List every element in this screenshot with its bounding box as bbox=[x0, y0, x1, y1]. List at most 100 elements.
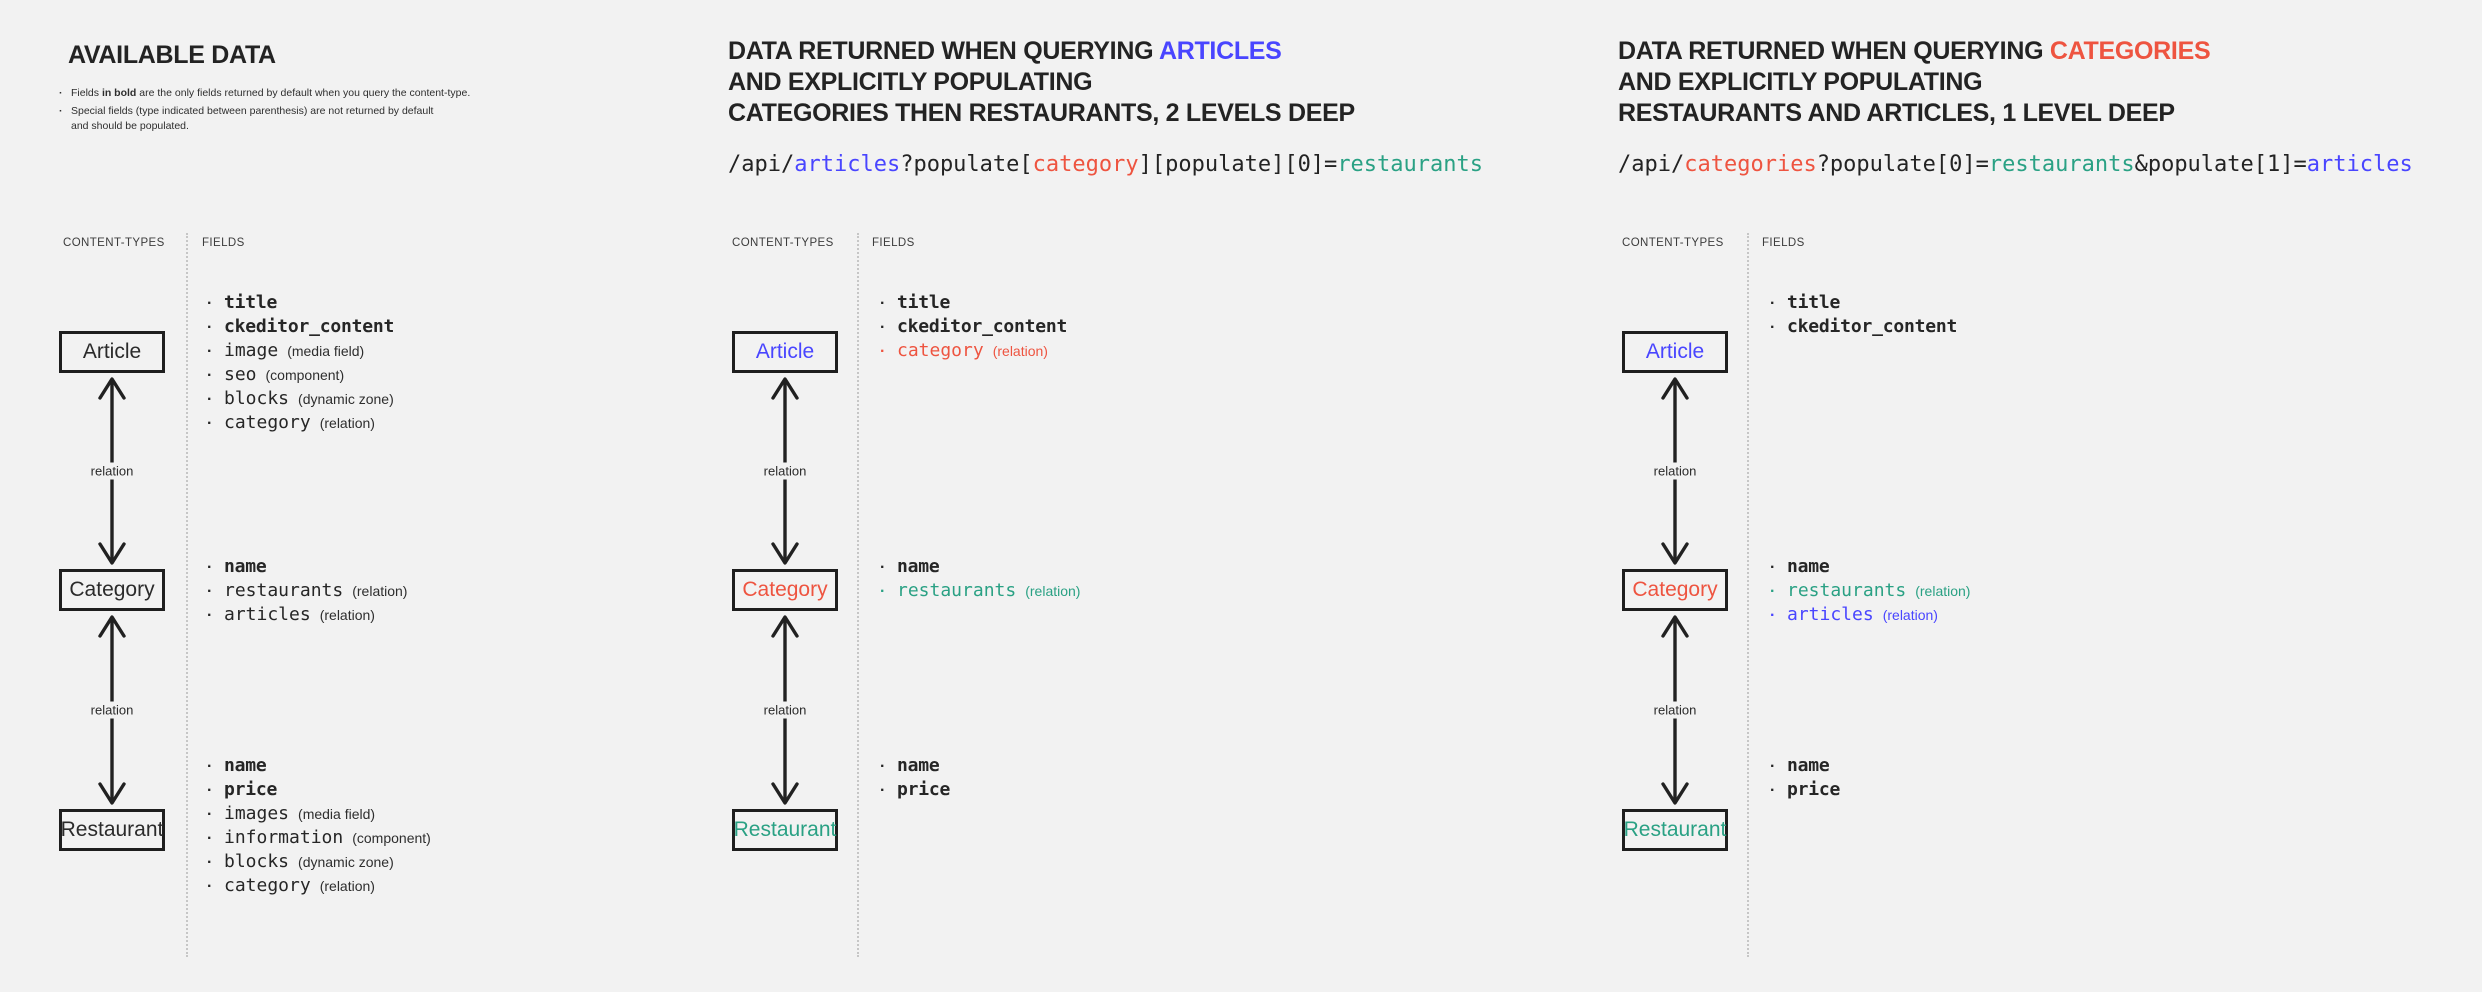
node-label: Article bbox=[755, 340, 815, 363]
note-text: are the only fields returned by default … bbox=[136, 87, 471, 99]
field-type: (relation) bbox=[319, 415, 375, 431]
node-label: Category bbox=[1632, 578, 1718, 601]
url-segment-category: category bbox=[1032, 152, 1139, 177]
field-row: name bbox=[1770, 555, 1970, 579]
field-name: restaurants bbox=[1787, 580, 1907, 601]
field-type: (relation) bbox=[992, 343, 1048, 359]
relation-arrow: relation bbox=[1649, 611, 1701, 809]
field-row: images (media field) bbox=[207, 802, 431, 826]
content-types-header: CONTENT-TYPES bbox=[63, 237, 165, 249]
url-segment-categories: categories bbox=[1684, 152, 1817, 177]
url-segment: ?populate[ bbox=[900, 152, 1033, 177]
title-accent-articles: ARTICLES bbox=[1158, 37, 1282, 65]
field-name: images bbox=[224, 803, 290, 824]
url-segment-restaurants: restaurants bbox=[1988, 152, 2135, 177]
field-name: articles bbox=[224, 604, 311, 625]
article-field-list: title ckeditor_content bbox=[1770, 291, 1957, 339]
node-label: Category bbox=[742, 578, 828, 601]
node-label: Article bbox=[82, 340, 142, 363]
field-type: (media field) bbox=[298, 806, 376, 822]
node-article: Article bbox=[1622, 331, 1728, 373]
category-field-list: name restaurants (relation) articles (rela… bbox=[207, 555, 407, 627]
note-text-bold: in bold bbox=[101, 87, 137, 99]
node-category: Category bbox=[732, 569, 838, 611]
node-label: Category bbox=[69, 578, 155, 601]
field-name: ckeditor_content bbox=[1787, 316, 1958, 337]
content-types-header: CONTENT-TYPES bbox=[1622, 237, 1724, 249]
field-name: seo bbox=[224, 364, 257, 385]
field-name: price bbox=[224, 779, 278, 800]
url-segment-articles: articles bbox=[794, 152, 901, 177]
field-row: seo (component) bbox=[207, 363, 394, 387]
title-text: DATA RETURNED WHEN QUERYING bbox=[728, 37, 1159, 65]
field-type: (dynamic zone) bbox=[298, 854, 394, 870]
field-name: price bbox=[1787, 779, 1841, 800]
url-segment: &populate[1]= bbox=[2134, 152, 2307, 177]
field-name: restaurants bbox=[897, 580, 1017, 601]
field-name: articles bbox=[1787, 604, 1874, 625]
note-text: Fields bbox=[71, 87, 102, 99]
field-type: (relation) bbox=[352, 583, 408, 599]
fields-header: FIELDS bbox=[1762, 237, 1805, 249]
field-row: price bbox=[207, 778, 431, 802]
field-name: title bbox=[1787, 292, 1841, 313]
field-row: articles (relation) bbox=[207, 603, 407, 627]
node-label: Restaurant bbox=[1623, 818, 1727, 841]
article-field-list: title ckeditor_content category(relation… bbox=[880, 291, 1067, 363]
field-type: (component) bbox=[352, 830, 431, 846]
field-row: information(component) bbox=[207, 826, 431, 850]
node-label: Restaurant bbox=[733, 818, 837, 841]
node-article: Article bbox=[732, 331, 838, 373]
url-segment: /api/ bbox=[728, 152, 795, 177]
article-field-list: title ckeditor_content image(media field… bbox=[207, 291, 394, 435]
node-article: Article bbox=[59, 331, 165, 373]
title-text: DATA RETURNED WHEN QUERYING bbox=[1618, 37, 2050, 65]
field-type: (relation) bbox=[319, 607, 375, 623]
url-segment: /api/ bbox=[1618, 152, 1685, 177]
title-accent-categories: CATEGORIES bbox=[2049, 37, 2211, 65]
legend-note-bold-fields: Fields in bold are the only fields retur… bbox=[59, 86, 470, 101]
category-field-list: name restaurants(relation) bbox=[880, 555, 1080, 603]
category-field-list: name restaurants (relation) articles (rela… bbox=[1770, 555, 1970, 627]
field-row: name bbox=[207, 555, 407, 579]
field-row: name bbox=[880, 754, 950, 778]
field-name: category bbox=[224, 412, 311, 433]
restaurant-field-list: name price bbox=[880, 754, 950, 802]
field-type: (relation) bbox=[319, 878, 375, 894]
note-text: Special fields (type indicated between p… bbox=[71, 105, 434, 117]
field-row: articles (relation) bbox=[1770, 603, 1970, 627]
relation-label: relation bbox=[86, 462, 138, 480]
dotted-divider bbox=[186, 233, 188, 957]
relation-arrow: relation bbox=[759, 373, 811, 569]
url-segment-articles: articles bbox=[2306, 152, 2413, 177]
field-type: (relation) bbox=[1882, 607, 1938, 623]
field-row: blocks(dynamic zone) bbox=[207, 387, 394, 411]
field-name: name bbox=[1787, 755, 1830, 776]
field-name: name bbox=[897, 556, 940, 577]
field-type: (component) bbox=[265, 367, 345, 383]
relation-label: relation bbox=[1649, 701, 1701, 719]
field-row: restaurants (relation) bbox=[1770, 579, 1970, 603]
field-name: title bbox=[897, 292, 951, 313]
field-type: (relation) bbox=[1915, 583, 1971, 599]
node-restaurant: Restaurant bbox=[59, 809, 165, 851]
field-name: category bbox=[897, 340, 984, 361]
field-row: category (relation) bbox=[880, 339, 1067, 363]
node-category: Category bbox=[1622, 569, 1728, 611]
relation-label: relation bbox=[759, 462, 811, 480]
field-row: ckeditor_content bbox=[207, 315, 394, 339]
field-row: category(relation) bbox=[207, 874, 431, 898]
field-row: price bbox=[880, 778, 950, 802]
field-row: price bbox=[1770, 778, 1840, 802]
title-text: CATEGORIES THEN RESTAURANTS, 2 LEVELS DE… bbox=[728, 99, 1355, 127]
note-text: and should be populated. bbox=[71, 120, 189, 132]
node-category: Category bbox=[59, 569, 165, 611]
field-row: name bbox=[207, 754, 431, 778]
field-row: ckeditor_content bbox=[1770, 315, 1957, 339]
field-name: restaurants bbox=[224, 580, 344, 601]
field-row: blocks(dynamic zone) bbox=[207, 850, 431, 874]
field-name: blocks bbox=[224, 388, 290, 409]
